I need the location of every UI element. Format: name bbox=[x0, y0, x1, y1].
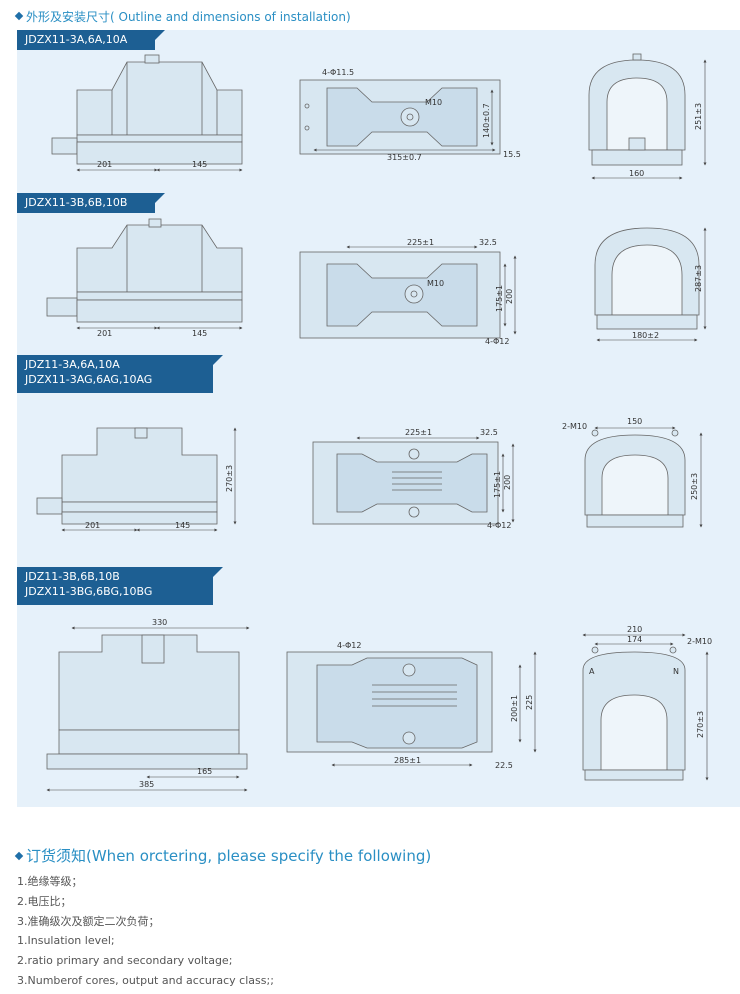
dim-label: 201 bbox=[85, 521, 100, 530]
dim-label: 200 bbox=[505, 289, 514, 304]
dim-label: 180±2 bbox=[632, 331, 659, 340]
dim-label: 385 bbox=[139, 780, 154, 789]
end-view-4 bbox=[582, 646, 686, 781]
heading-text: 外形及安装尺寸( Outline and dimensions of insta… bbox=[26, 10, 351, 24]
dim-label: 270±3 bbox=[225, 465, 234, 492]
dim-label: 145 bbox=[192, 329, 207, 338]
model-label: JDZX11-3A,6A,10A bbox=[25, 33, 128, 46]
end-view-3 bbox=[584, 429, 686, 528]
dim-label: 4-Φ12 bbox=[337, 641, 361, 650]
section-heading-ordering: 订货须知(When orctering, please specify the … bbox=[14, 845, 432, 866]
dim-label: M10 bbox=[425, 98, 442, 107]
dim-label: 175±1 bbox=[493, 471, 502, 498]
dim-label: 210 bbox=[627, 625, 642, 634]
top-view-2 bbox=[299, 251, 501, 339]
top-view-1 bbox=[299, 79, 501, 155]
dim-label: 251±3 bbox=[694, 103, 703, 130]
list-item: 3.准确级次及额定二次负荷； bbox=[17, 914, 160, 928]
dim-label: 22.5 bbox=[495, 761, 513, 770]
dim-label: 150 bbox=[627, 417, 642, 426]
dim-label: 160 bbox=[629, 169, 644, 178]
diamond-icon bbox=[14, 851, 24, 861]
list-item: 1.绝缘等级； bbox=[17, 875, 83, 888]
model-label: JDZ11-3A,6A,10A bbox=[25, 358, 120, 371]
dim-label: 200 bbox=[503, 475, 512, 490]
dim-label: 201 bbox=[97, 160, 112, 169]
dim-label: A bbox=[589, 667, 595, 676]
dim-label: 250±3 bbox=[690, 473, 699, 500]
model-label: JDZX11-3BG,6BG,10BG bbox=[25, 585, 153, 598]
top-view-4 bbox=[286, 651, 493, 753]
dim-label: 174 bbox=[627, 635, 642, 644]
heading-text: 订货须知(When orctering, please specify the … bbox=[26, 847, 432, 865]
top-view-3 bbox=[312, 441, 499, 525]
end-view-2 bbox=[594, 227, 700, 330]
dim-label: 330 bbox=[152, 618, 167, 627]
technical-drawings: 201 145 4-Φ11.5 M10 140±0.7 315±0.7 15.5… bbox=[36, 53, 712, 792]
dim-label: 145 bbox=[175, 521, 190, 530]
diamond-icon bbox=[14, 11, 24, 21]
dim-label: 140±0.7 bbox=[482, 103, 491, 138]
dim-label: 4-Φ11.5 bbox=[322, 68, 354, 77]
dim-label: 4-Φ12 bbox=[485, 337, 509, 346]
list-item: 2.电压比； bbox=[17, 894, 72, 908]
dim-label: 201 bbox=[97, 329, 112, 338]
list-item: 1.Insulation level; bbox=[17, 934, 115, 948]
side-view-4 bbox=[46, 634, 248, 770]
list-item: 3.Numberof cores, output and accuracy cl… bbox=[17, 973, 274, 987]
side-view-2 bbox=[46, 218, 243, 323]
dim-label: 315±0.7 bbox=[387, 153, 422, 162]
side-view-1 bbox=[51, 54, 243, 165]
dim-label: 225±1 bbox=[407, 238, 434, 247]
end-view-1 bbox=[588, 53, 686, 166]
dim-label: 32.5 bbox=[479, 238, 497, 247]
model-label: JDZX11-3B,6B,10B bbox=[25, 196, 128, 209]
model-tab: JDZX11-3A,6A,10A bbox=[17, 30, 165, 50]
dim-label: 145 bbox=[192, 160, 207, 169]
dim-label: 2-M10 bbox=[687, 637, 712, 646]
model-tab: JDZ11-3A,6A,10A JDZX11-3AG,6AG,10AG bbox=[17, 355, 223, 393]
dim-label: N bbox=[673, 667, 679, 676]
side-view-3 bbox=[36, 427, 218, 525]
dim-label: 32.5 bbox=[480, 428, 498, 437]
ordering-list: 1.绝缘等级； 2.电压比； 3.准确级次及额定二次负荷； 1.Insulati… bbox=[17, 872, 274, 991]
model-tab: JDZ11-3B,6B,10B JDZX11-3BG,6BG,10BG bbox=[17, 567, 223, 605]
dim-label: 270±3 bbox=[696, 711, 705, 738]
dim-label: 200±1 bbox=[510, 695, 519, 722]
dim-label: 287±3 bbox=[694, 265, 703, 292]
list-item: 2.ratio primary and secondary voltage; bbox=[17, 954, 233, 968]
dim-label: 285±1 bbox=[394, 756, 421, 765]
model-tab: JDZX11-3B,6B,10B bbox=[17, 193, 165, 213]
dim-label: M10 bbox=[427, 279, 444, 288]
dim-label: 225 bbox=[525, 695, 534, 710]
model-label: JDZX11-3AG,6AG,10AG bbox=[25, 373, 153, 386]
dim-label: 15.5 bbox=[503, 150, 521, 159]
dim-label: 175±1 bbox=[495, 285, 504, 312]
model-label: JDZ11-3B,6B,10B bbox=[25, 570, 120, 583]
dim-label: 225±1 bbox=[405, 428, 432, 437]
section-heading-outline: 外形及安装尺寸( Outline and dimensions of insta… bbox=[14, 8, 351, 25]
dim-label: 165 bbox=[197, 767, 212, 776]
dim-label: 2-M10 bbox=[562, 422, 587, 431]
dim-label: 4-Φ12 bbox=[487, 521, 511, 530]
